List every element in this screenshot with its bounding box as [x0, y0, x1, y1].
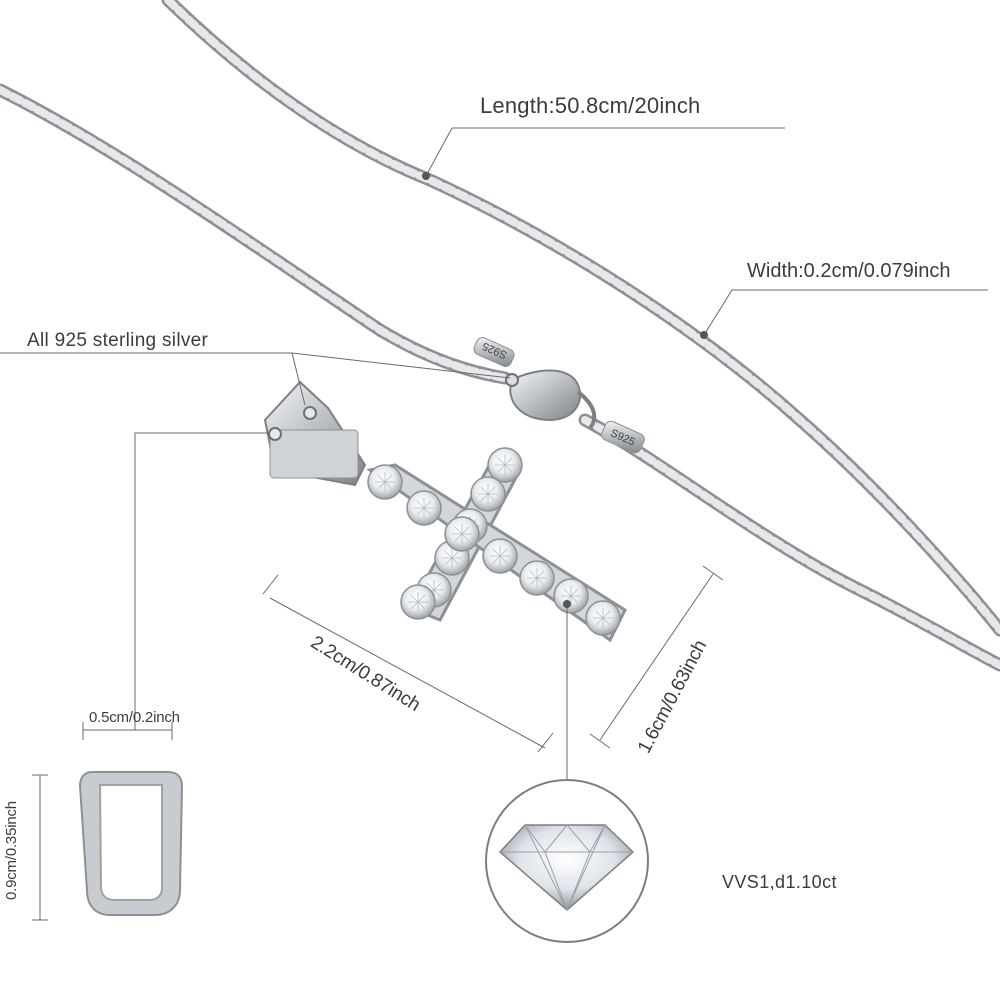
length-marker	[422, 172, 430, 180]
material-label: All 925 sterling silver	[27, 330, 209, 351]
annotation-lines	[0, 127, 988, 921]
chain-right-strand	[578, 413, 1000, 672]
bail-cross-section	[78, 771, 184, 916]
cross-stone-facets	[452, 524, 472, 544]
chain-top-strand	[161, 0, 1000, 637]
width-label: Width:0.2cm/0.079inch	[747, 260, 951, 282]
cross-stone-facets	[375, 472, 395, 492]
pendant-bail	[263, 380, 367, 487]
bail-leader	[134, 432, 270, 730]
cross-stone-facets	[408, 592, 428, 612]
chain-tag-left: S925	[473, 337, 515, 367]
cross-width-dim	[269, 597, 546, 749]
cross-height-dim	[599, 573, 714, 741]
cross-stone-facets	[424, 580, 444, 600]
cross-stone-facets	[561, 586, 581, 606]
cross-stones	[367, 447, 621, 636]
bail-width-label: 0.5cm/0.2inch	[89, 709, 180, 726]
chain-left-strand	[0, 83, 512, 385]
stone-marker	[563, 600, 571, 608]
lobster-clasp	[505, 369, 597, 430]
cross-stone-facets	[442, 548, 462, 568]
cross-stone-facets	[527, 568, 547, 588]
cross-stone-facets	[490, 546, 510, 566]
diamond-detail	[485, 779, 649, 943]
width-marker	[700, 331, 708, 339]
chain-tag-right: S925	[601, 420, 645, 454]
material-leader-bail	[291, 352, 306, 406]
length-label: Length:50.8cm/20inch	[480, 93, 701, 118]
width-leader	[703, 289, 988, 336]
cross-stone-facets	[414, 498, 434, 518]
length-leader	[425, 127, 785, 177]
diamond-icon	[498, 824, 635, 912]
cross-stone-facets	[495, 455, 515, 475]
cross-stone-facets	[478, 484, 498, 504]
cross-stone-facets	[593, 608, 613, 628]
stone-grade-label: VVS1,d1.10ct	[722, 872, 837, 892]
bail-height-label: 0.9cm/0.35inch	[3, 801, 20, 900]
